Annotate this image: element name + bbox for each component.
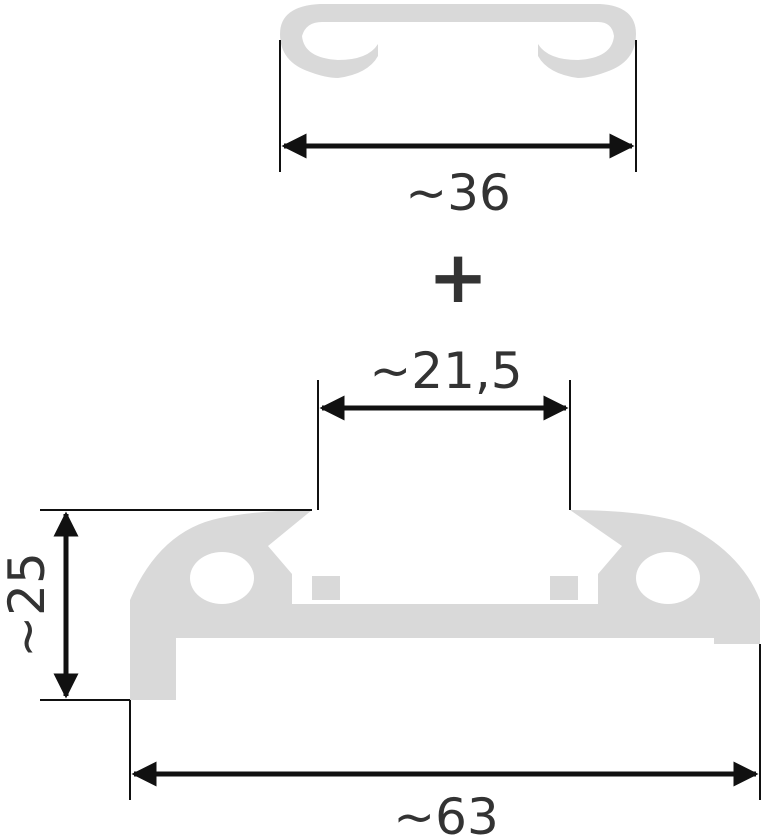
top-cover-outer xyxy=(280,4,636,78)
total-width-label: ~63 xyxy=(393,788,499,840)
plus-sign: + xyxy=(428,235,488,319)
base-left-hole xyxy=(190,552,254,604)
top-cover-profile xyxy=(280,4,636,78)
base-right-hole xyxy=(636,552,700,604)
inner-width-label: ~21,5 xyxy=(369,342,522,400)
base-profile-body xyxy=(130,510,760,700)
height-label: ~25 xyxy=(0,552,56,658)
base-profile xyxy=(130,510,760,700)
base-right-notch xyxy=(550,576,578,600)
base-left-notch xyxy=(312,576,340,600)
top-width-label: ~36 xyxy=(405,164,511,222)
